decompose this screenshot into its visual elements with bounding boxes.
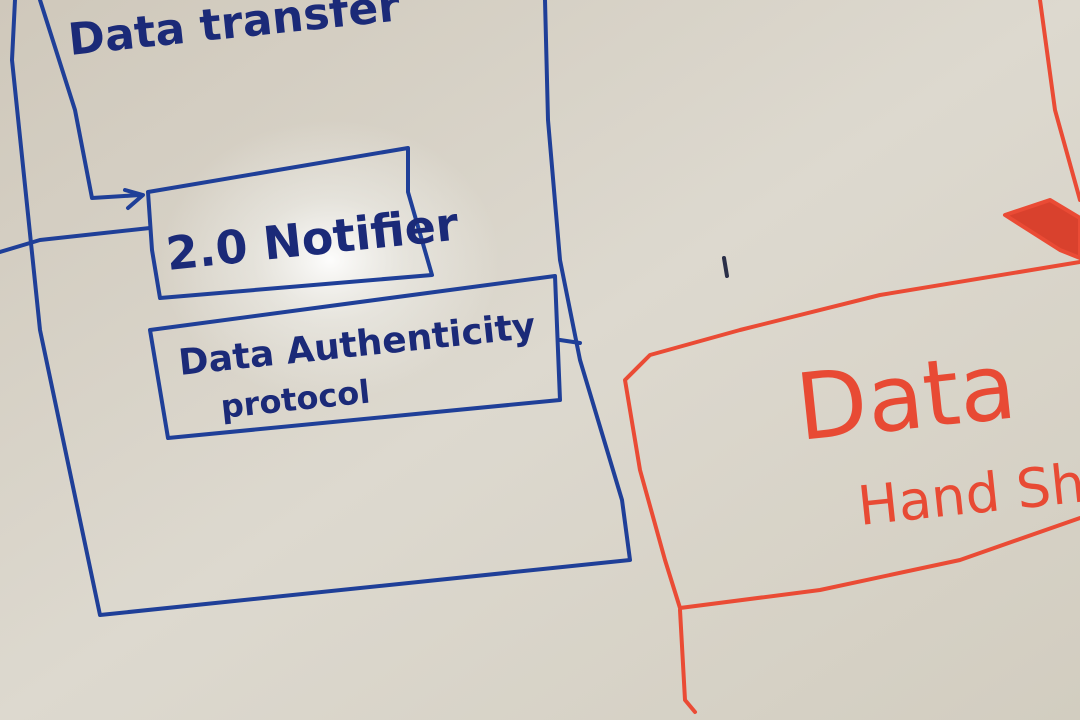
outer-box [10,0,632,617]
stray-marker-mark [722,256,729,278]
entry-arrow [38,0,145,210]
red-upper-line [1038,0,1080,202]
notifier-box [146,146,434,300]
red-diagram [623,0,1080,714]
light-glare [160,120,500,400]
red-box-label-line1: Data [791,333,1021,462]
right-tick [558,338,582,345]
red-box [623,260,1080,610]
authenticity-box [148,274,562,440]
blue-diagram [0,0,632,617]
red-lower-line [678,608,697,714]
left-connector-line [0,226,152,254]
red-arrowhead [1003,198,1080,260]
